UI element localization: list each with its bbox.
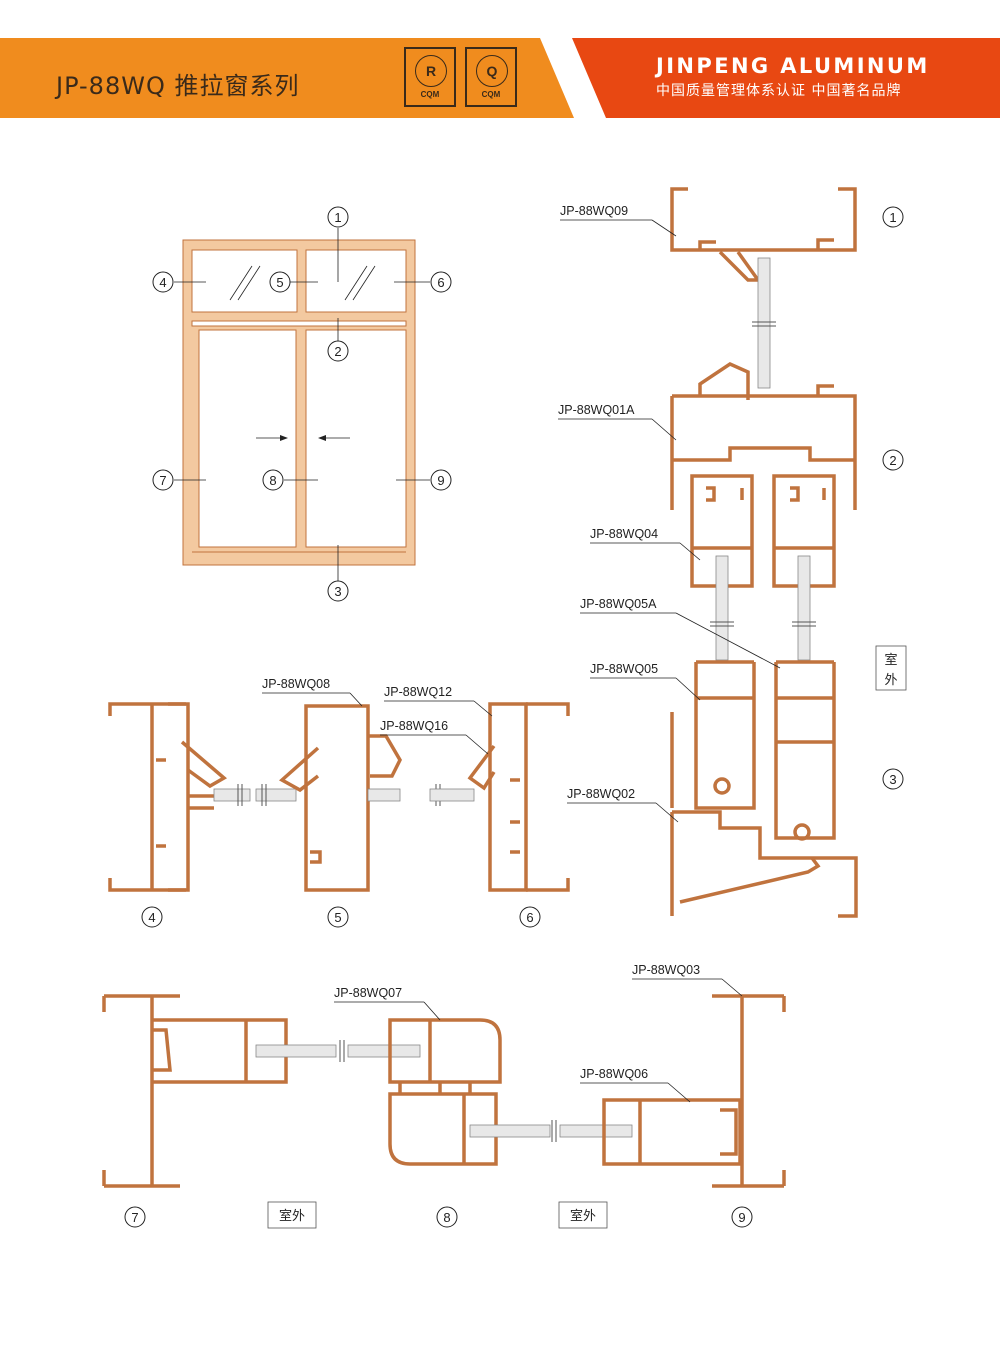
transom-marker-4: 4: [148, 910, 155, 925]
vertical-section-labels: JP-88WQ09 JP-88WQ01A JP-88WQ04 JP-88WQ05…: [558, 204, 907, 823]
transom-marker-5: 5: [334, 910, 341, 925]
transom-marker-6: 6: [526, 910, 533, 925]
section-marker-2: 2: [889, 453, 896, 468]
outside-label-left: 室外: [279, 1208, 305, 1223]
sash-marker-9: 9: [738, 1210, 745, 1225]
brand-subtitle: 中国质量管理体系认证 中国著名品牌: [656, 83, 902, 99]
label-jp88wq04: JP-88WQ04: [590, 527, 658, 541]
marker-8: 8: [269, 473, 276, 488]
marker-7: 7: [159, 473, 166, 488]
label-jp88wq06: JP-88WQ06: [580, 1067, 648, 1081]
badge-caption: CQM: [481, 90, 501, 99]
brand-name: JINPENG ALUMINUM: [656, 54, 930, 78]
marker-6: 6: [437, 275, 444, 290]
label-jp88wq07: JP-88WQ07: [334, 986, 402, 1000]
sash-labels: JP-88WQ07 JP-88WQ03 JP-88WQ06 7 8 9 室外 室…: [124, 963, 753, 1229]
marker-5: 5: [276, 275, 283, 290]
section-marker-3: 3: [889, 772, 896, 787]
label-jp88wq03: JP-88WQ03: [632, 963, 700, 977]
section-marker-1: 1: [889, 210, 896, 225]
transom-labels: JP-88WQ08 JP-88WQ12 JP-88WQ16 4 5 6: [141, 677, 541, 928]
outside-char-2: 外: [884, 672, 897, 687]
label-jp88wq09: JP-88WQ09: [560, 204, 628, 218]
marker-2: 2: [334, 344, 341, 359]
outside-label-right: 室外: [570, 1208, 596, 1223]
cqm-r-badge: R CQM: [404, 47, 456, 107]
vertical-section: [670, 187, 858, 918]
marker-1: 1: [334, 210, 341, 225]
header-banner: JP-88WQ 推拉窗系列 R CQM Q CQM JINPENG ALUMIN…: [0, 38, 1000, 118]
sash-section: [102, 994, 786, 1188]
badge-caption: CQM: [420, 90, 440, 99]
window-elevation: [174, 228, 430, 582]
marker-3: 3: [334, 584, 341, 599]
label-jp88wq01a: JP-88WQ01A: [558, 403, 635, 417]
label-jp88wq05a: JP-88WQ05A: [580, 597, 657, 611]
page-title: JP-88WQ 推拉窗系列: [56, 72, 300, 100]
marker-4: 4: [159, 275, 166, 290]
transom-section: [108, 702, 570, 892]
banner-shape: [0, 38, 1000, 118]
elevation-markers: 1 2 3 4 5 6 7 8 9: [152, 206, 452, 602]
label-jp88wq16: JP-88WQ16: [380, 719, 448, 733]
badge-symbol: R: [415, 55, 447, 87]
sash-marker-8: 8: [443, 1210, 450, 1225]
label-jp88wq02: JP-88WQ02: [567, 787, 635, 801]
label-jp88wq08: JP-88WQ08: [262, 677, 330, 691]
outside-char-1: 室: [884, 652, 897, 667]
cqm-q-badge: Q CQM: [465, 47, 517, 107]
badge-symbol: Q: [476, 55, 508, 87]
label-jp88wq05: JP-88WQ05: [590, 662, 658, 676]
label-jp88wq12: JP-88WQ12: [384, 685, 452, 699]
marker-9: 9: [437, 473, 444, 488]
sash-marker-7: 7: [131, 1210, 138, 1225]
